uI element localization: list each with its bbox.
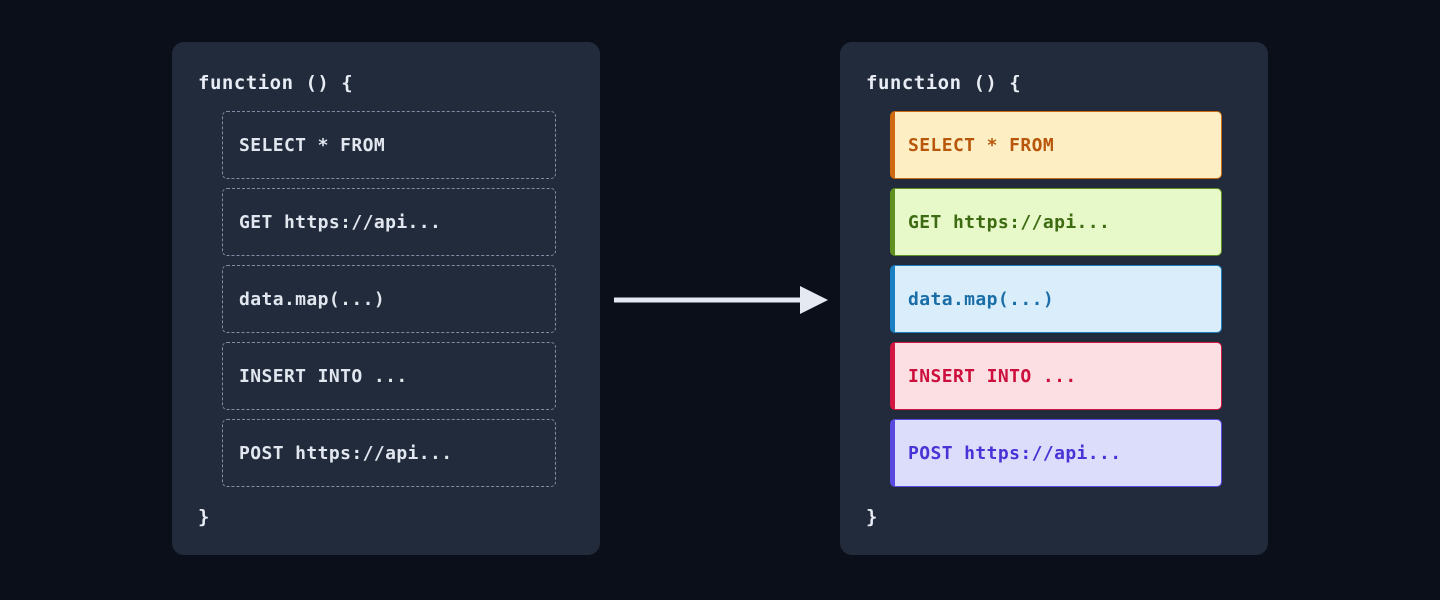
classified-code-panel: function () { SELECT * FROM GET https://a… (840, 42, 1268, 555)
statement-row[interactable]: POST https://api... (222, 419, 556, 487)
statement-text: data.map(...) (239, 288, 386, 310)
statement-row[interactable]: data.map(...) (222, 265, 556, 333)
statement-text: data.map(...) (908, 288, 1055, 310)
statement-text: GET https://api... (239, 211, 442, 233)
statement-text: GET https://api... (908, 211, 1111, 233)
statement-text: INSERT INTO ... (908, 365, 1077, 387)
transform-arrow (612, 284, 830, 316)
function-close-line-after: } (866, 506, 878, 528)
statement-row-sql-select[interactable]: SELECT * FROM (890, 111, 1222, 179)
statement-row[interactable]: INSERT INTO ... (222, 342, 556, 410)
statement-row-data-transform[interactable]: data.map(...) (890, 265, 1222, 333)
classified-statement-list: SELECT * FROM GET https://api... data.map(… (890, 111, 1222, 496)
statement-text: POST https://api... (239, 442, 453, 464)
statement-row-http-get[interactable]: GET https://api... (890, 188, 1222, 256)
function-close-line-before: } (198, 506, 210, 528)
arrow-right-icon (614, 286, 828, 314)
statement-row[interactable]: SELECT * FROM (222, 111, 556, 179)
statement-text: POST https://api... (908, 442, 1122, 464)
function-open-line-before: function () { (198, 72, 354, 94)
statement-row-http-post[interactable]: POST https://api... (890, 419, 1222, 487)
unclassified-code-panel: function () { SELECT * FROM GET https://a… (172, 42, 600, 555)
statement-row-sql-insert[interactable]: INSERT INTO ... (890, 342, 1222, 410)
statement-text: SELECT * FROM (908, 134, 1055, 156)
statement-text: SELECT * FROM (239, 134, 386, 156)
statement-text: INSERT INTO ... (239, 365, 408, 387)
statement-row[interactable]: GET https://api... (222, 188, 556, 256)
function-open-line-after: function () { (866, 72, 1022, 94)
unclassified-statement-list: SELECT * FROM GET https://api... data.map(… (222, 111, 556, 496)
